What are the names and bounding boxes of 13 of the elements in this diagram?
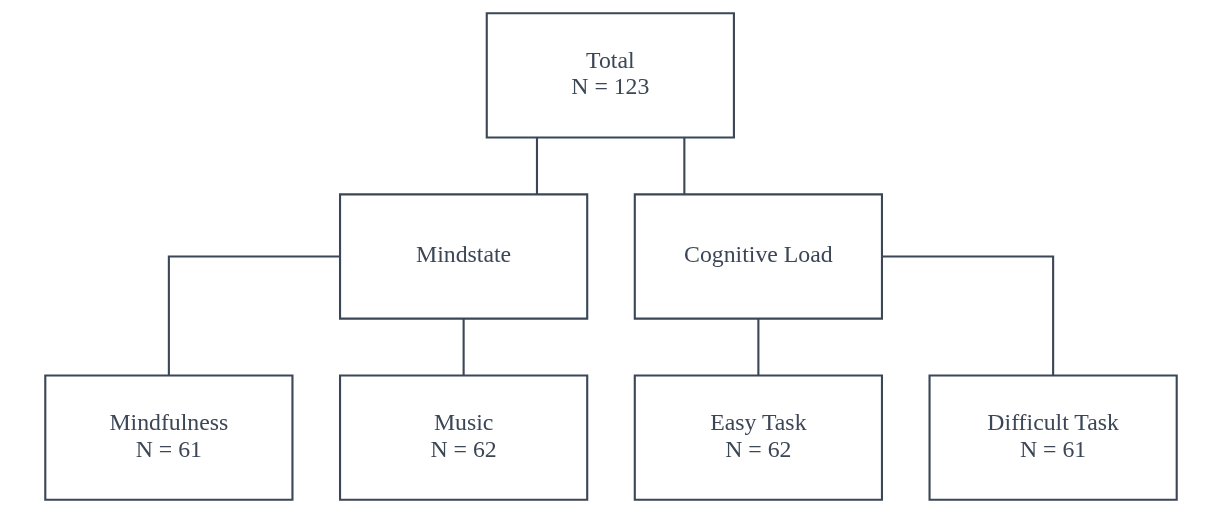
node-box: Difficult Task N = 61 <box>928 374 1178 501</box>
connector <box>462 318 465 376</box>
connector <box>683 137 686 195</box>
node-box: Mindfulness N = 61 <box>44 374 294 501</box>
node-box: Music N = 62 <box>339 374 589 501</box>
connector <box>535 137 539 195</box>
node-box: Total N = 123 <box>485 12 735 139</box>
node-box: Cognitive Load <box>633 193 883 320</box>
connector <box>882 255 1055 376</box>
connector <box>167 255 340 376</box>
node-box: Mindstate <box>339 193 589 320</box>
connector <box>757 318 760 376</box>
node-box: Easy Task N = 62 <box>633 374 883 501</box>
